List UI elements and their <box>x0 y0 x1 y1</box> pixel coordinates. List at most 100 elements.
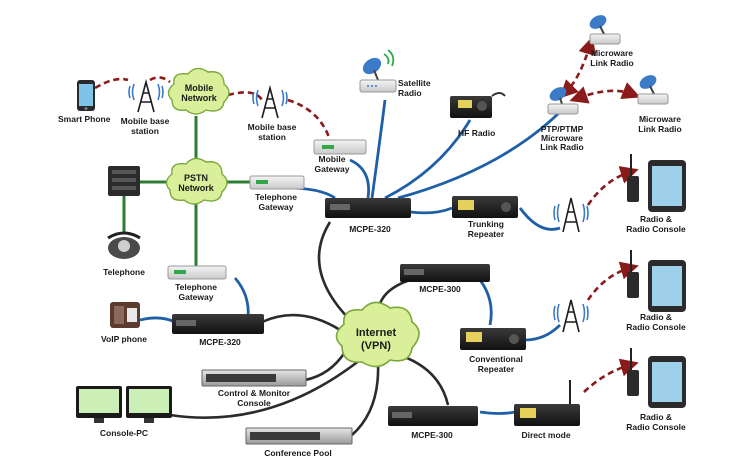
handheld-radio-icon <box>627 154 639 202</box>
phone-icon <box>77 80 95 111</box>
label-radio-console-1: Radio &Radio Console <box>626 214 686 234</box>
direct-mode-radio <box>514 380 580 426</box>
label-mcpe-300-bottom: MCPE-300 <box>411 430 453 440</box>
repeater-icon <box>460 328 526 350</box>
label-mcpe-320-bottom: MCPE-320 <box>199 337 241 347</box>
conventional-repeater <box>460 328 526 350</box>
tower-icon <box>553 197 589 233</box>
microwave-top <box>589 15 621 45</box>
trunking-repeater <box>452 196 518 218</box>
link-conference-internet <box>351 361 380 436</box>
label-internet: Internet(VPN) <box>356 327 397 352</box>
link-mcpe-hf <box>384 119 472 200</box>
handheld-radio-icon <box>627 348 639 396</box>
pstn-links <box>122 116 252 268</box>
telephone-gateway-bottom <box>167 265 227 280</box>
label-mcpe-300-top: MCPE-300 <box>419 284 461 294</box>
pstn-network-cloud <box>165 157 228 205</box>
link-trunk-radio <box>586 166 639 206</box>
link-mcpe320top-internet <box>317 221 353 323</box>
link-mcpe300-conv <box>478 279 493 326</box>
telephone-gateway-top <box>249 175 305 190</box>
link-control-internet <box>304 351 347 382</box>
link-dish-top-ptp <box>559 36 597 99</box>
switch-rack-icon <box>108 166 140 196</box>
microwave-dish-icon <box>637 75 669 105</box>
link-trunk-tower <box>518 207 561 231</box>
link-tower2-gateway <box>287 98 332 141</box>
internet-cloud <box>335 301 420 368</box>
gateway-icon <box>167 265 227 280</box>
label-hf-radio: HF Radio <box>458 128 495 138</box>
label-mcpe-320-top: MCPE-320 <box>349 224 391 234</box>
satellite-dish-icon <box>362 49 395 81</box>
label-smart-phone: Smart Phone <box>58 114 111 124</box>
label-radio-console-2: Radio &Radio Console <box>626 312 686 332</box>
link-mcpe-gateway <box>349 158 370 199</box>
label-conference-pool: Conference Pool <box>264 448 332 458</box>
link-mcpe-ptp <box>397 110 561 200</box>
link-telgw-mcpe320b <box>233 277 250 319</box>
telephone-icon <box>107 231 141 259</box>
label-direct-mode: Direct mode <box>521 430 570 440</box>
gateway-icon <box>313 139 367 155</box>
tower-icon <box>553 299 589 333</box>
link-voip-mcpe320b <box>139 316 176 324</box>
label-telephone: Telephone <box>103 267 145 277</box>
link-conv-tower <box>524 323 561 342</box>
tower-icon <box>128 78 164 113</box>
label-voip-phone: VoIP phone <box>101 334 147 344</box>
repeater-icon <box>452 196 518 218</box>
monitor-icon <box>126 386 172 423</box>
tower-icon <box>252 84 288 119</box>
rack-server-icon <box>201 369 307 387</box>
satellite-radio <box>359 49 397 93</box>
link-mcpe300b-direct <box>479 410 516 415</box>
gateway-icon <box>359 79 397 93</box>
voip-phone-icon <box>110 302 140 328</box>
label-console-pc: Console-PC <box>100 428 148 438</box>
rack-server-icon <box>245 427 353 445</box>
tablet-icon <box>648 356 686 408</box>
microwave-right <box>637 75 669 105</box>
link-direct-radio <box>583 358 639 393</box>
control-monitor-console <box>201 369 307 387</box>
link-consolepc-internet <box>169 358 361 419</box>
radio-icon <box>450 92 506 118</box>
link-ptp-dish-right <box>569 82 641 104</box>
console-pc <box>76 386 172 423</box>
cloud-icon <box>167 67 230 115</box>
switch-rack <box>108 166 140 196</box>
hf-radio <box>450 92 506 118</box>
radio-console-3 <box>627 348 686 408</box>
cloud-icon <box>335 301 420 368</box>
radio-console-2 <box>627 250 686 312</box>
link-conv-radio <box>586 261 639 301</box>
mcpe-300-bottom <box>388 406 478 426</box>
conference-pool <box>245 427 353 445</box>
tablet-icon <box>648 160 686 212</box>
gateway-icon <box>249 175 305 190</box>
radio-console-1 <box>627 154 686 212</box>
label-radio-console-3: Radio &Radio Console <box>626 412 686 432</box>
telephone <box>107 231 141 259</box>
link-mobile-network-tower2 <box>227 91 264 101</box>
voip-phone <box>110 302 140 328</box>
radio-icon <box>514 380 580 426</box>
link-mcpe320bottom-internet <box>261 313 341 332</box>
mcpe-320-bottom <box>172 314 264 334</box>
